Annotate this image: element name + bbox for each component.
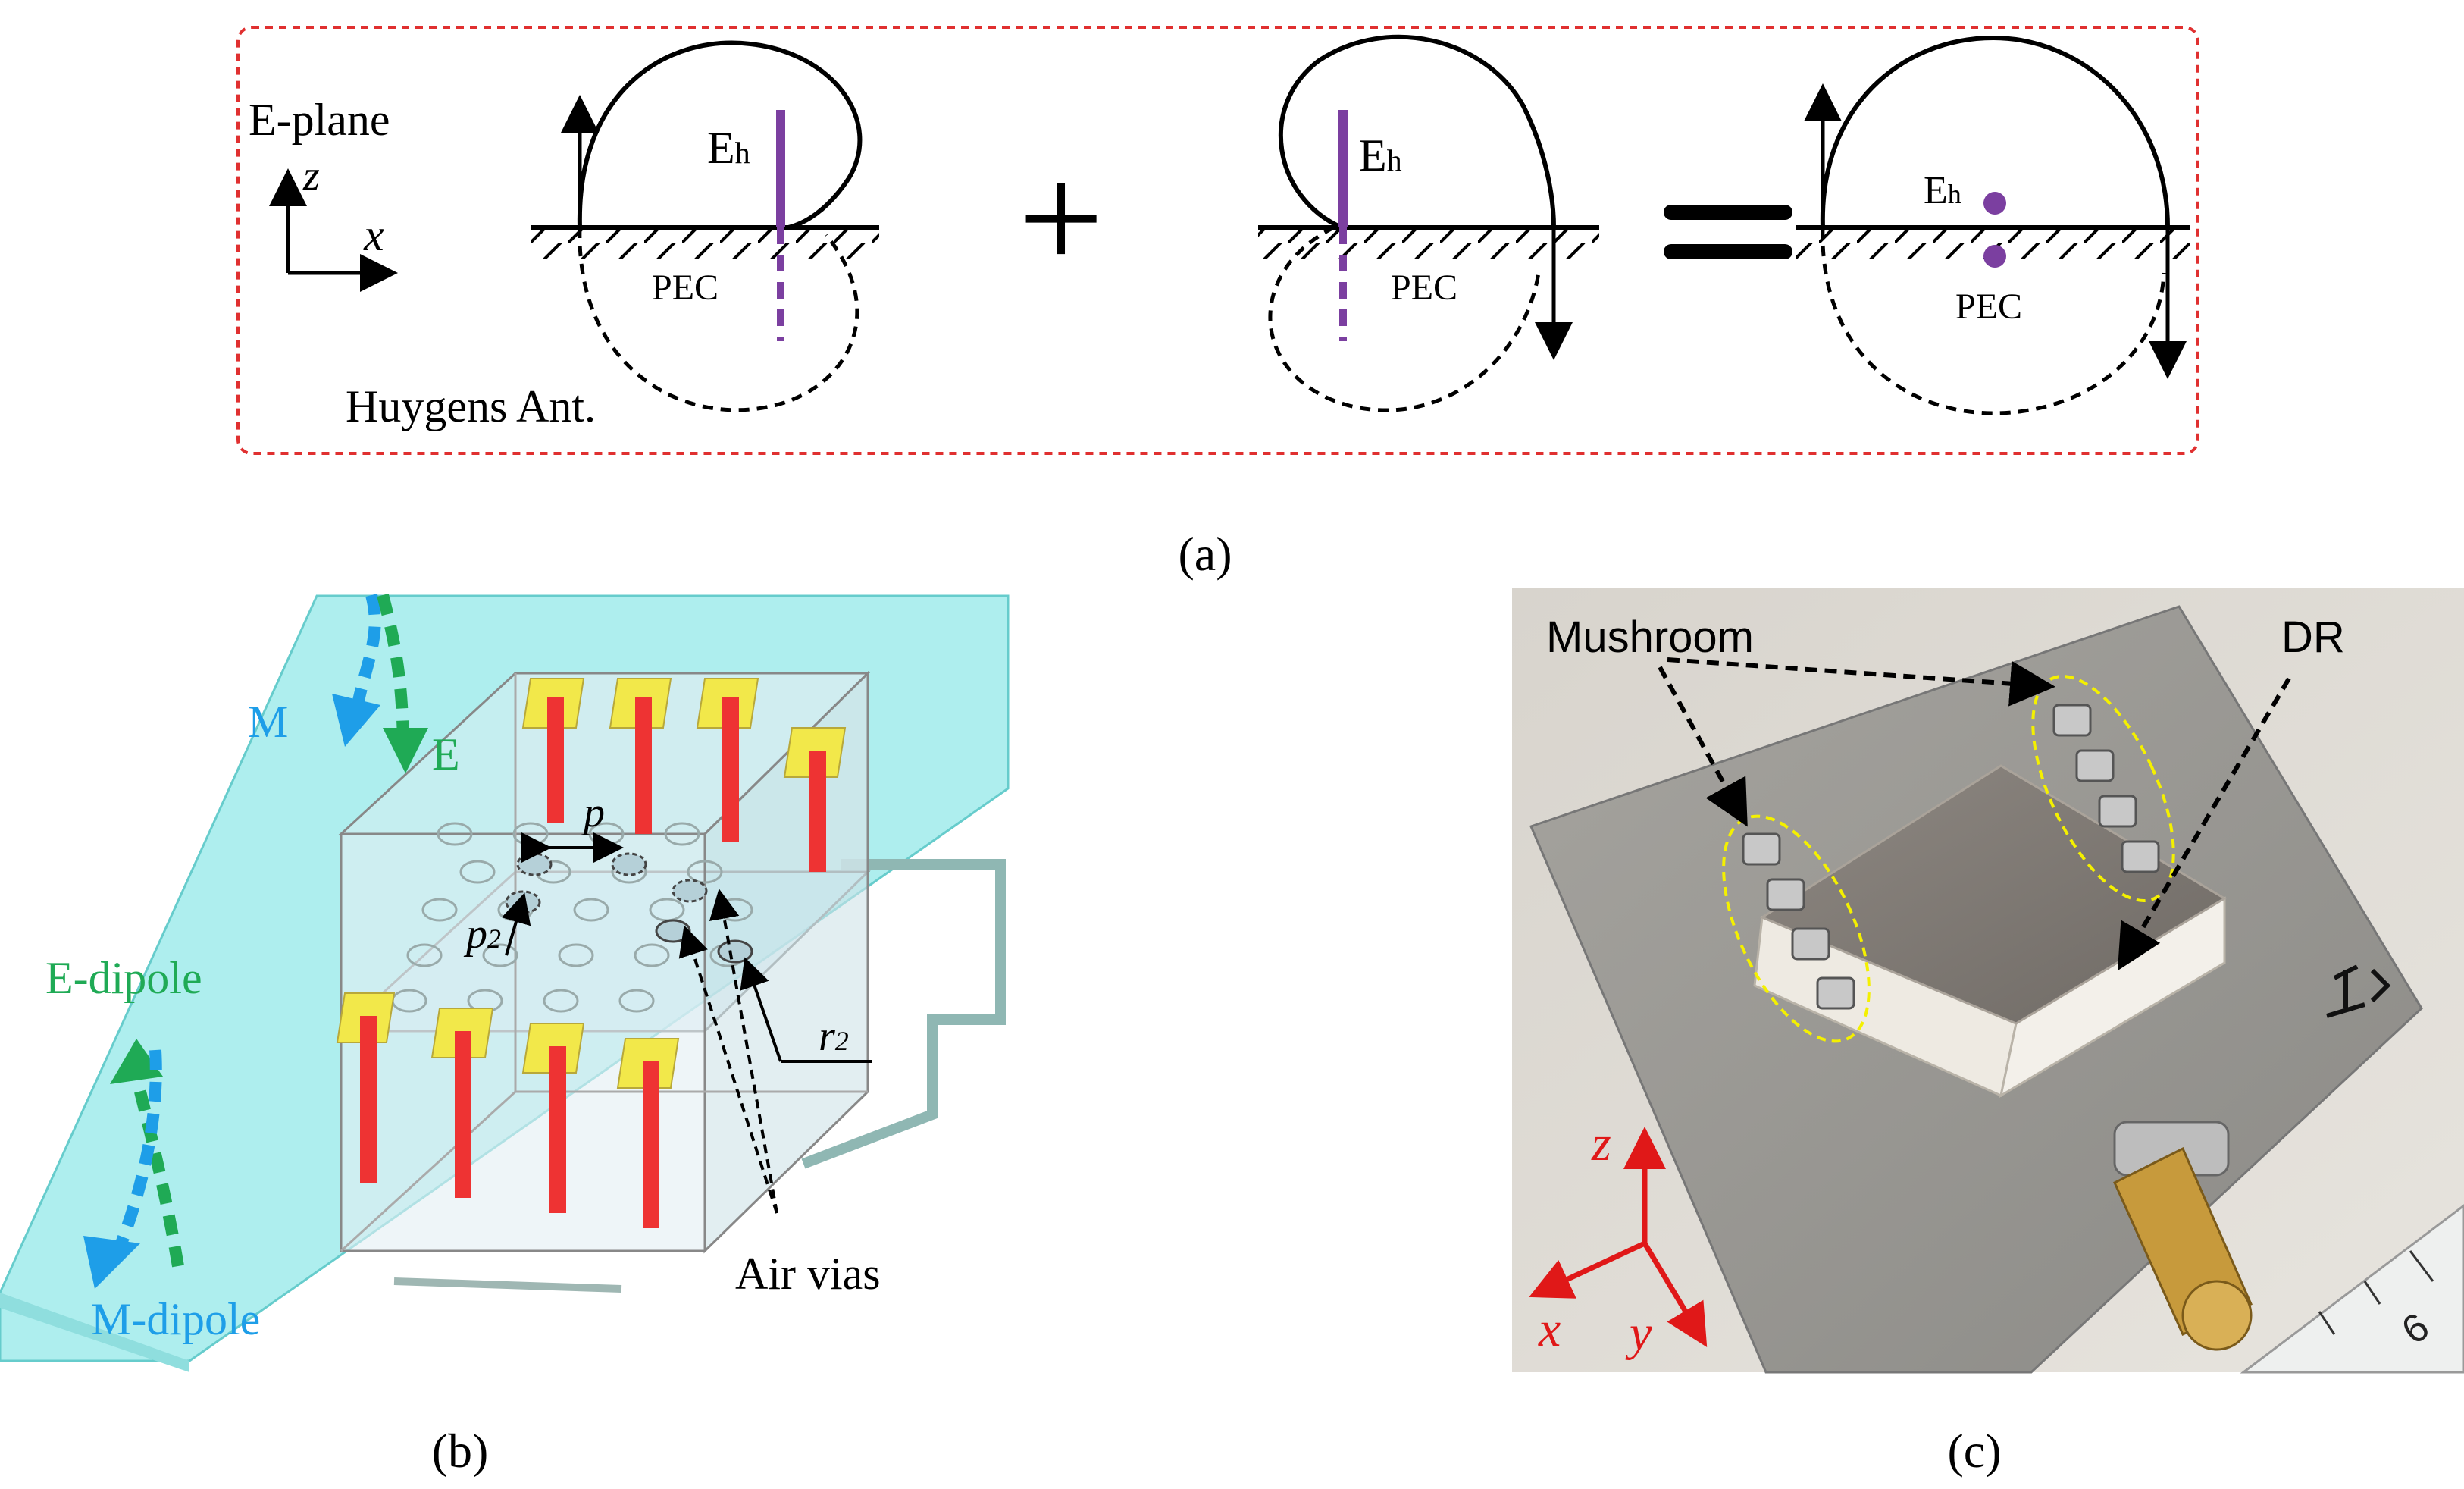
pec-label-2: PEC xyxy=(1391,268,1457,308)
mushroom-cluster-left xyxy=(1742,832,1855,1010)
radiation-lobe-1 xyxy=(577,40,863,230)
ruler xyxy=(2240,1204,2464,1374)
xz-axes xyxy=(269,168,398,292)
pec-label-1: PEC xyxy=(652,268,719,308)
highlighted-via-1 xyxy=(516,852,553,876)
image-lobe-1 xyxy=(578,227,859,412)
highlighted-via-2 xyxy=(611,852,647,876)
mushroom-cluster-right xyxy=(2052,704,2160,873)
eh-label-2: Eh xyxy=(1359,130,1402,180)
p-label: p xyxy=(581,789,605,836)
equals-operator xyxy=(1664,205,1792,259)
pattern-diagram-2: Eh PEC xyxy=(1258,34,1599,412)
p2-dimension-arrow xyxy=(501,892,531,956)
pattern-diagram-1: Eh PEC xyxy=(531,40,879,412)
mushroom-label: Mushroom xyxy=(1546,613,1754,662)
e-dipole-bottom xyxy=(110,1039,184,1268)
m-dipole-bottom xyxy=(83,1049,162,1289)
image-lobe-2 xyxy=(1268,225,1541,412)
huygens-antenna-label: Huygens Ant. xyxy=(346,381,596,431)
r2-leader-line xyxy=(740,957,782,1062)
highlighted-via-4 xyxy=(672,879,708,903)
dielectric-resonator-box xyxy=(338,670,871,1254)
handwritten-mark xyxy=(2326,964,2391,1018)
feed-line xyxy=(801,859,1006,1169)
mushroom-arrow-left xyxy=(1658,666,1748,827)
pec-label-3: PEC xyxy=(1955,287,2022,327)
mushroom-row-bottom xyxy=(336,992,680,1228)
panel-c: Mushroom DR 6 z x y xyxy=(1512,588,2464,1374)
dr-block-top xyxy=(1759,764,2227,1025)
radiation-lobe-2 xyxy=(1278,34,1556,230)
r2-label: r2 xyxy=(819,1013,849,1060)
panel-a: E-plane z x Huygens Ant. Eh PEC + xyxy=(236,26,2199,455)
p2-label: p2 xyxy=(463,911,501,958)
highlighted-via-5 xyxy=(655,919,691,943)
mushroom-row-top xyxy=(521,678,847,872)
e-dipole-top xyxy=(377,593,428,773)
m-label: M xyxy=(248,697,288,747)
air-vias-arrow-2 xyxy=(709,889,778,1214)
photo-axis-y: y xyxy=(1625,1306,1652,1361)
e-plane-label: E-plane xyxy=(249,95,390,145)
substrate-edge xyxy=(0,1293,189,1372)
photo-axis-x: x xyxy=(1538,1302,1561,1357)
m-dipole-top xyxy=(332,593,381,747)
caption-a: (a) xyxy=(1178,527,1232,581)
plus-operator: + xyxy=(1019,135,1104,303)
e-label: E xyxy=(432,729,460,779)
pattern-diagram-3: Eh PEC xyxy=(1796,35,2190,415)
e-dipole-label: E-dipole xyxy=(45,953,202,1003)
axis-x-label: x xyxy=(363,210,384,260)
xyz-axes-photo xyxy=(1529,1127,1708,1348)
eh-label-1: Eh xyxy=(707,123,750,173)
slot-line xyxy=(393,1277,622,1293)
caption-c: (c) xyxy=(1947,1424,2001,1478)
dr-arrow xyxy=(2117,677,2291,971)
dr-label: DR xyxy=(2281,613,2345,662)
photo-axis-z: z xyxy=(1591,1116,1611,1171)
axis-z-label: z xyxy=(302,152,320,199)
air-vias-arrow-1 xyxy=(678,925,778,1214)
sma-connector xyxy=(2113,1121,2253,1351)
eh-image-dot xyxy=(1983,245,2006,268)
air-vias-label: Air vias xyxy=(735,1249,881,1299)
caption-b: (b) xyxy=(432,1424,489,1478)
highlighted-via-6 xyxy=(717,939,753,964)
panel-b: p p2 r2 Air vias xyxy=(0,593,1010,1372)
eh-label-3: Eh xyxy=(1924,169,1961,212)
eh-dot xyxy=(1983,192,2006,215)
radiation-lobe-3 xyxy=(1820,35,2170,228)
mushroom-arrow-right xyxy=(1667,657,2055,707)
m-dipole-label: M-dipole xyxy=(91,1294,260,1344)
image-lobe-3 xyxy=(1821,227,2166,415)
